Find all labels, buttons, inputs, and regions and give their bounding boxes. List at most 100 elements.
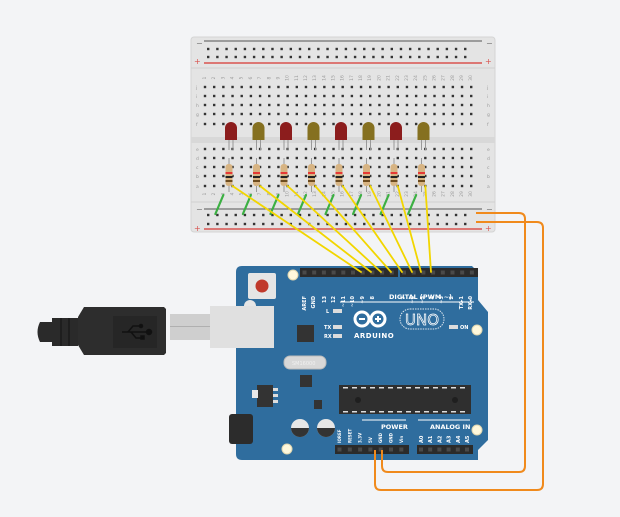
header-socket[interactable] bbox=[312, 270, 317, 275]
rail-hole[interactable] bbox=[408, 222, 412, 226]
header-socket[interactable] bbox=[460, 270, 465, 275]
breadboard-hole[interactable] bbox=[295, 112, 298, 116]
breadboard-hole[interactable] bbox=[304, 112, 308, 116]
header-socket[interactable] bbox=[437, 447, 442, 452]
breadboard-hole[interactable] bbox=[249, 174, 253, 178]
rail-hole[interactable] bbox=[399, 47, 403, 51]
breadboard-hole[interactable] bbox=[359, 184, 363, 188]
breadboard-hole[interactable] bbox=[332, 122, 335, 126]
rail-hole[interactable] bbox=[225, 55, 228, 59]
wires[interactable] bbox=[214, 185, 544, 491]
breadboard-hole[interactable] bbox=[396, 85, 399, 89]
breadboard-hole[interactable] bbox=[277, 165, 280, 169]
breadboard-hole[interactable] bbox=[212, 122, 216, 126]
components[interactable] bbox=[225, 122, 430, 192]
header-socket[interactable] bbox=[360, 270, 365, 275]
rail-hole[interactable] bbox=[298, 222, 302, 226]
breadboard-hole[interactable] bbox=[460, 156, 464, 160]
ground-wire[interactable] bbox=[214, 193, 225, 216]
breadboard-hole[interactable] bbox=[405, 94, 409, 98]
breadboard-hole[interactable] bbox=[323, 165, 326, 169]
breadboard-hole[interactable] bbox=[258, 174, 262, 178]
header-socket[interactable] bbox=[440, 270, 445, 275]
breadboard-hole[interactable] bbox=[460, 174, 464, 178]
rail-hole[interactable] bbox=[289, 213, 293, 217]
breadboard-hole[interactable] bbox=[203, 94, 207, 98]
ground-wire[interactable] bbox=[407, 193, 418, 216]
breadboard-hole[interactable] bbox=[332, 112, 335, 116]
breadboard-hole[interactable] bbox=[414, 94, 418, 98]
breadboard-hole[interactable] bbox=[359, 174, 363, 178]
rail-hole[interactable] bbox=[418, 213, 421, 217]
breadboard-hole[interactable] bbox=[405, 103, 409, 107]
breadboard-hole[interactable] bbox=[258, 112, 262, 116]
breadboard-hole[interactable] bbox=[369, 103, 372, 107]
breadboard-hole[interactable] bbox=[414, 165, 418, 169]
breadboard-hole[interactable] bbox=[258, 94, 262, 98]
breadboard-hole[interactable] bbox=[341, 156, 344, 160]
breadboard-hole[interactable] bbox=[433, 147, 436, 151]
rail-hole[interactable] bbox=[317, 55, 320, 59]
rail-hole[interactable] bbox=[252, 213, 256, 217]
rail-hole[interactable] bbox=[216, 55, 219, 59]
rail-hole[interactable] bbox=[408, 47, 412, 51]
breadboard-hole[interactable] bbox=[249, 94, 253, 98]
breadboard-hole[interactable] bbox=[350, 85, 354, 89]
breadboard-hole[interactable] bbox=[268, 112, 271, 116]
rail-hole[interactable] bbox=[381, 222, 384, 226]
breadboard-hole[interactable] bbox=[313, 174, 317, 178]
rail-hole[interactable] bbox=[436, 47, 439, 51]
rail-hole[interactable] bbox=[363, 222, 366, 226]
header-socket[interactable] bbox=[302, 270, 307, 275]
breadboard-hole[interactable] bbox=[433, 165, 436, 169]
header-socket[interactable] bbox=[455, 447, 460, 452]
breadboard-hole[interactable] bbox=[424, 112, 427, 116]
breadboard-hole[interactable] bbox=[433, 184, 436, 188]
breadboard-hole[interactable] bbox=[369, 156, 372, 160]
breadboard-hole[interactable] bbox=[414, 184, 418, 188]
rail-hole[interactable] bbox=[353, 222, 357, 226]
rail-hole[interactable] bbox=[234, 213, 237, 217]
breadboard-hole[interactable] bbox=[203, 122, 207, 126]
breadboard-hole[interactable] bbox=[313, 94, 317, 98]
breadboard-hole[interactable] bbox=[277, 147, 280, 151]
breadboard-hole[interactable] bbox=[222, 184, 225, 188]
breadboard-hole[interactable] bbox=[442, 184, 445, 188]
breadboard-hole[interactable] bbox=[249, 103, 253, 107]
rail-hole[interactable] bbox=[207, 213, 210, 217]
breadboard-hole[interactable] bbox=[414, 85, 418, 89]
resistor[interactable] bbox=[308, 158, 315, 192]
breadboard-hole[interactable] bbox=[387, 122, 390, 126]
breadboard-hole[interactable] bbox=[378, 94, 381, 98]
signal-wire-pin-6[interactable] bbox=[369, 185, 413, 273]
breadboard-hole[interactable] bbox=[240, 156, 243, 160]
breadboard-hole[interactable] bbox=[212, 184, 216, 188]
signal-wire-pin-11[interactable] bbox=[231, 185, 362, 273]
breadboard-hole[interactable] bbox=[203, 147, 207, 151]
breadboard-hole[interactable] bbox=[268, 156, 271, 160]
signal-wire-pin-5[interactable] bbox=[396, 185, 422, 273]
rail-hole[interactable] bbox=[280, 222, 283, 226]
rail-hole[interactable] bbox=[234, 222, 237, 226]
breadboard-hole[interactable] bbox=[203, 103, 207, 107]
breadboard-hole[interactable] bbox=[212, 165, 216, 169]
rail-hole[interactable] bbox=[381, 213, 384, 217]
breadboard-hole[interactable] bbox=[332, 184, 335, 188]
rail-hole[interactable] bbox=[353, 55, 357, 59]
breadboard-hole[interactable] bbox=[405, 85, 409, 89]
breadboard-hole[interactable] bbox=[277, 184, 280, 188]
breadboard-hole[interactable] bbox=[460, 85, 464, 89]
digital-header-right[interactable] bbox=[400, 268, 478, 277]
breadboard-hole[interactable] bbox=[350, 165, 354, 169]
breadboard-hole[interactable] bbox=[203, 165, 207, 169]
breadboard-hole[interactable] bbox=[203, 184, 207, 188]
usb-cable[interactable] bbox=[37, 306, 275, 355]
breadboard-hole[interactable] bbox=[240, 174, 243, 178]
rail-hole[interactable] bbox=[344, 222, 348, 226]
rail-hole[interactable] bbox=[262, 222, 265, 226]
5v-wire[interactable] bbox=[374, 221, 544, 491]
breadboard-hole[interactable] bbox=[323, 156, 326, 160]
breadboard-hole[interactable] bbox=[249, 165, 253, 169]
rail-hole[interactable] bbox=[344, 55, 348, 59]
rail-hole[interactable] bbox=[243, 55, 247, 59]
